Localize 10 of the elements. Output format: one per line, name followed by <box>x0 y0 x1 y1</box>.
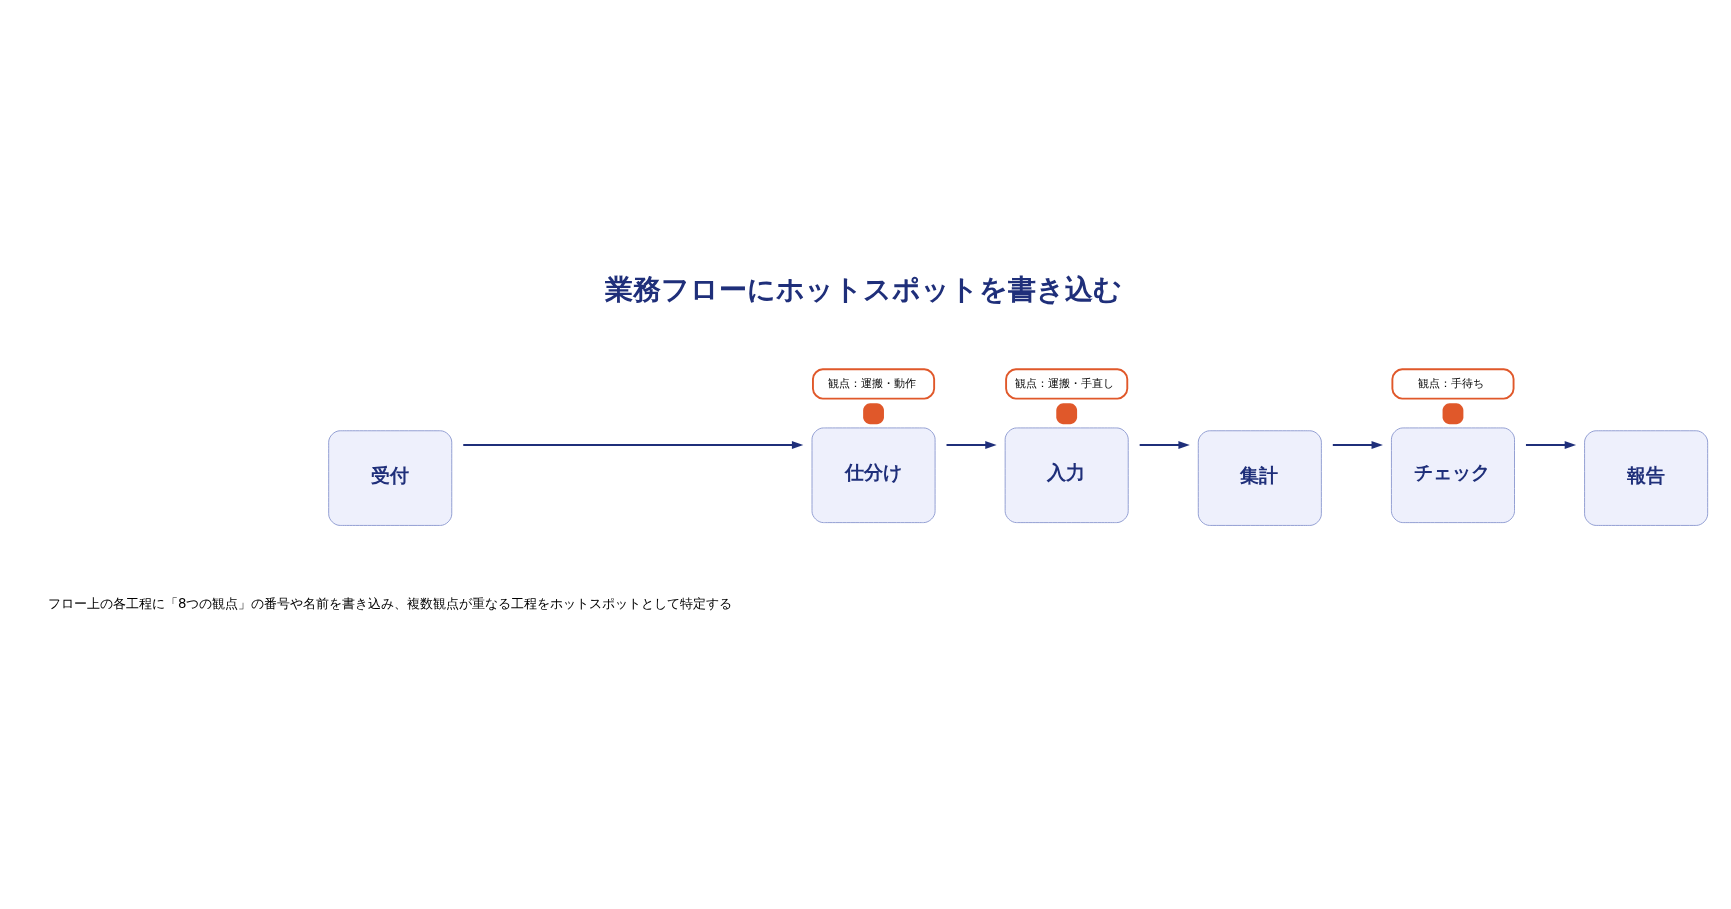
arrow <box>1331 440 1383 449</box>
node-label: 観点：手待ち <box>1418 375 1485 390</box>
arrow <box>1525 440 1577 449</box>
node-label: 観点：運搬・手直し <box>1015 375 1115 390</box>
node-label: 観点：運搬・動作 <box>827 375 916 390</box>
diagram-title: 業務フローにホットスポットを書き込む <box>605 272 1123 306</box>
arrow <box>462 440 804 449</box>
caption: フロー上の各工程に「8つの観点」の番号や名前を書き込み、複数観点が重なる工程をホットスポットとして特定する <box>48 595 733 611</box>
arrow <box>1138 440 1190 449</box>
arrow <box>945 440 997 449</box>
